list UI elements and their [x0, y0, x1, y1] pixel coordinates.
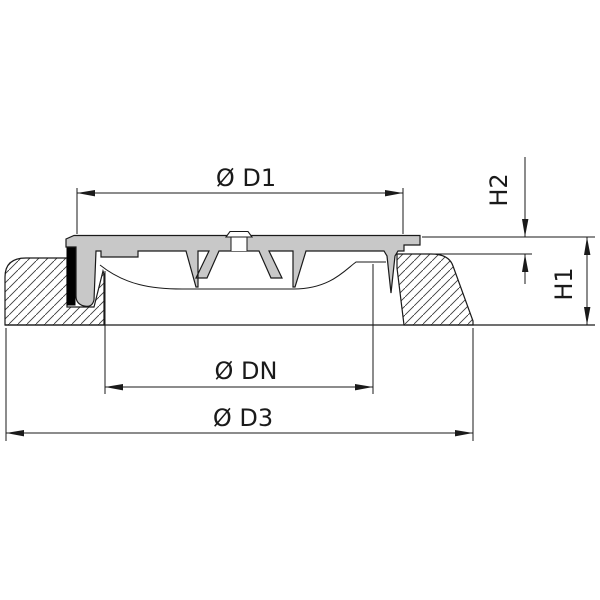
- dim-h1-arrow-top: [584, 237, 591, 255]
- lifting-slot-sides: [230, 236, 248, 251]
- dim-h1-arrow-bottom: [584, 307, 591, 325]
- lifting-slot-cap: [224, 230, 254, 238]
- dim-dn-label: Ø DN: [215, 357, 278, 385]
- frame-left-section: [4, 257, 105, 326]
- dim-d1-arrow-left: [77, 190, 95, 197]
- dim-h2-label: H2: [485, 173, 513, 206]
- cover-underside-curve: [99, 261, 386, 290]
- dim-d3-label: Ø D3: [213, 404, 273, 432]
- dim-dn-arrow-left: [105, 384, 123, 391]
- lifting-slot-channel: [231, 236, 247, 251]
- dim-h1: H1: [550, 237, 591, 325]
- dim-h2: H2: [485, 157, 529, 284]
- dim-h2-arrow-bottom: [522, 254, 529, 272]
- dim-dn: Ø DN: [104, 264, 374, 394]
- dim-d1-label: Ø D1: [216, 164, 276, 192]
- gasket-seal: [66, 246, 76, 306]
- frame-right-section: [396, 253, 474, 326]
- dim-h1-label: H1: [550, 267, 578, 300]
- dim-d3-arrow-left: [6, 430, 24, 437]
- dim-d3-arrow-right: [455, 430, 473, 437]
- cover-section: [65, 230, 421, 307]
- dim-d3: Ø D3: [5, 328, 474, 441]
- dim-d1-arrow-right: [385, 190, 403, 197]
- dim-d1: Ø D1: [76, 164, 404, 234]
- dim-h2-arrow-top: [522, 219, 529, 237]
- dim-dn-arrow-right: [355, 384, 373, 391]
